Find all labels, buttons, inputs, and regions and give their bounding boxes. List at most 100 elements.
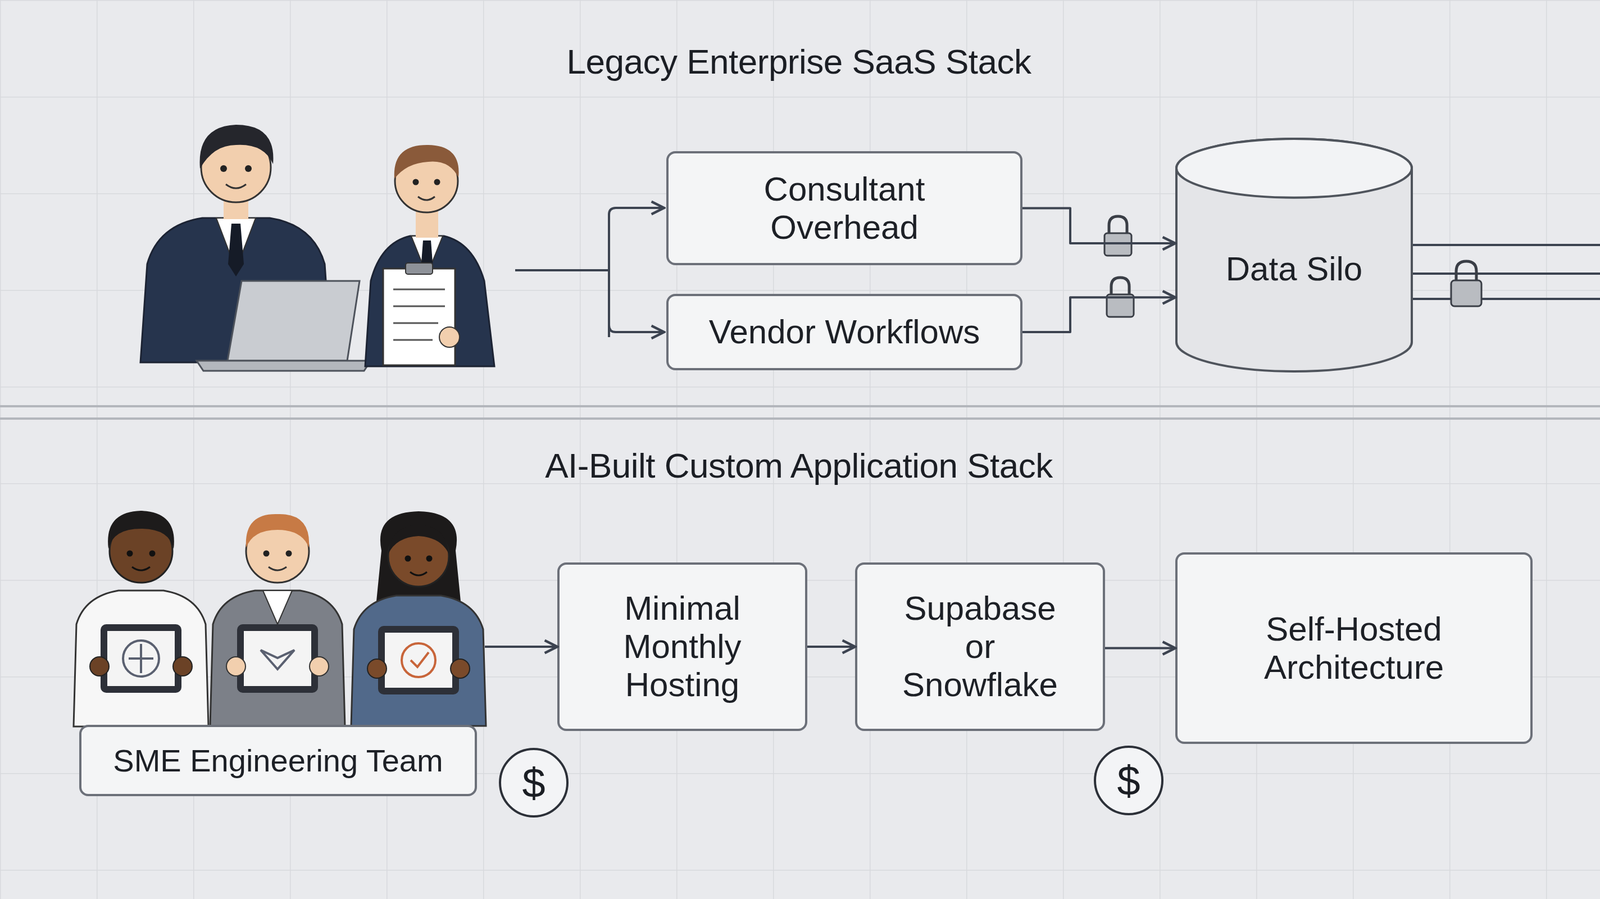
node-label: SME Engineering Team [79,724,477,797]
hair [388,524,449,554]
cylinder-top [1176,138,1412,198]
eye [263,550,270,557]
divider-line [0,405,1600,408]
shirt [262,590,293,625]
hair [107,510,175,549]
lock-body [1451,280,1482,307]
flow-arrow [484,645,558,648]
tie [228,223,244,277]
cost-badge: $ [498,747,569,818]
app-icon [410,652,429,667]
divider-line [0,417,1600,420]
node-label: Consultant Overhead [720,170,968,247]
flow-arrow [1105,647,1176,650]
section-heading: Legacy Enterprise SaaS Stack [566,41,1032,82]
text-line [393,322,439,325]
tablet [378,625,459,695]
app-icon [260,650,295,670]
tablet-screen [384,632,453,688]
hand [226,656,246,676]
node-label: Vendor Workflows [708,312,980,352]
top [351,595,486,726]
lock-shackle [1456,261,1477,282]
node-label: Supabase or Snowflake [896,589,1065,704]
lock-shackle [1108,216,1127,235]
hand [439,326,460,348]
flow-arrow [807,645,856,648]
hand [367,658,387,679]
hair [246,514,310,548]
eye [426,555,433,562]
app-icon [401,643,436,677]
cost-box: Consultant Overhead [666,151,1023,266]
suit [365,235,495,367]
lock-body [1104,233,1132,256]
eye [285,550,293,557]
eye [412,179,420,186]
lock-icon [1104,216,1132,256]
lock-shackle [1111,277,1130,296]
cost-box: Vendor Workflows [666,293,1023,371]
clipboard [383,268,456,366]
app-icon [128,643,154,674]
hand [309,656,329,676]
hand [173,656,193,676]
lock-body [1106,294,1134,317]
eye [149,550,156,557]
mouth [268,566,287,571]
process-box: Self-Hosted Architecture [1175,552,1533,744]
section-heading: AI-Built Custom Application Stack [544,445,1053,486]
text-line [393,288,445,291]
eye [405,555,412,562]
eye [434,179,441,186]
eye [244,165,252,172]
outbound-line [1412,243,1600,247]
node-label: Minimal Monthly Hosting [598,589,767,704]
mouth [132,566,150,571]
flow-arrow [1022,297,1176,333]
outbound-line [1412,272,1600,275]
outbound-line [1412,297,1600,300]
text-line [393,339,433,342]
database-cylinder: Data Silo [1175,137,1413,373]
eye [220,165,227,172]
clipboard-clip [405,262,433,275]
eye [126,550,134,557]
cylinder-body [1176,138,1412,372]
mouth [225,184,247,189]
hair [200,124,274,169]
node-label: Self-Hosted Architecture [1230,610,1478,687]
mouth [417,196,435,200]
team-group: SME Engineering Team [71,505,485,797]
laptop-base [196,360,371,371]
tablet [237,624,318,693]
tablet-screen [107,630,175,686]
lock-icon [1106,277,1134,317]
engineer-figure [351,511,486,726]
app-icon [123,640,159,677]
laptop-screen [227,280,360,361]
hair [394,144,459,179]
suit [210,590,345,727]
text-line [393,305,445,308]
engineer-figure [210,514,345,727]
tablet-screen [243,630,312,686]
hand [450,658,470,679]
engineer-figure [73,510,209,727]
outbound-lines [1412,244,1600,299]
branch-stem [515,269,609,272]
consultant-figure [140,124,371,371]
branch-arrow [608,264,665,333]
consultant-figure [365,144,495,367]
lock-icon [1451,261,1482,307]
flow-arrow [1022,208,1176,244]
branch-line [515,207,665,338]
shirt [73,590,209,727]
branch-arrow [608,207,665,338]
cost-badge: $ [1093,745,1164,816]
hand [89,656,109,676]
process-box: Supabase or Snowflake [855,562,1106,731]
mouth [410,571,427,576]
